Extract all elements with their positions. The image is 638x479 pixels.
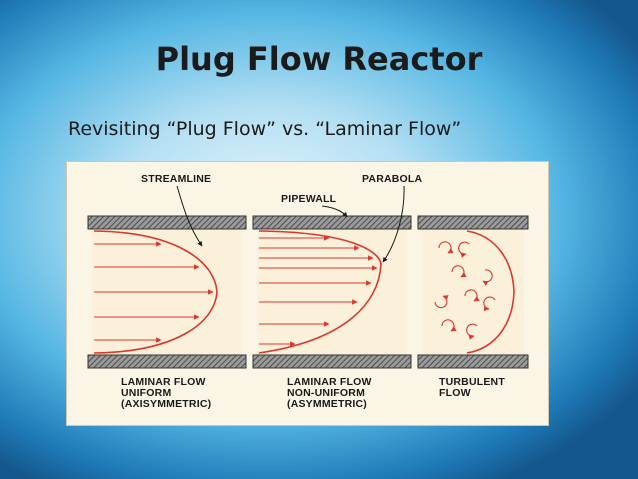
pipe-wall-bottom: [87, 354, 247, 369]
caption-turbulent: TURBULENT FLOW: [439, 376, 505, 399]
velocity-arrows: [259, 235, 378, 347]
pipewall-label: PIPEWALL: [281, 193, 337, 205]
pipe-wall-bottom: [252, 354, 412, 369]
parabola-leader: [382, 185, 405, 263]
pipe-fluid: [422, 228, 524, 356]
streamline-leader: [176, 185, 203, 247]
pipe-wall-top: [252, 215, 412, 230]
parabola-label: PARABOLA: [362, 173, 423, 185]
panel-laminar-uniform: [87, 185, 247, 369]
turbulent-profile: [466, 230, 515, 354]
flow-diagram-svg: [87, 185, 529, 369]
pipe-wall-top: [417, 215, 529, 230]
panel-laminar-nonuniform: [252, 185, 412, 369]
slide-title: Plug Flow Reactor: [155, 40, 483, 78]
flow-diagram: STREAMLINE PARABOLA PIPEWALL LAMINAR FLO…: [66, 161, 549, 426]
pipe-wall-bottom: [417, 354, 529, 369]
caption-laminar-nonuniform: LAMINAR FLOW NON-UNIFORM (ASYMMETRIC): [287, 376, 372, 410]
panel-turbulent: [417, 215, 529, 369]
pipewall-leader: [321, 205, 348, 218]
parabolic-profile: [93, 230, 218, 354]
slide-subtitle: Revisiting “Plug Flow” vs. “Laminar Flow…: [68, 118, 462, 140]
velocity-arrows: [94, 241, 214, 343]
pipe-wall-top: [87, 215, 247, 230]
streamline-label: STREAMLINE: [141, 173, 212, 185]
caption-laminar-uniform: LAMINAR FLOW UNIFORM (AXISYMMETRIC): [121, 376, 212, 410]
pipe-fluid: [257, 228, 407, 356]
eddies: [434, 241, 496, 340]
